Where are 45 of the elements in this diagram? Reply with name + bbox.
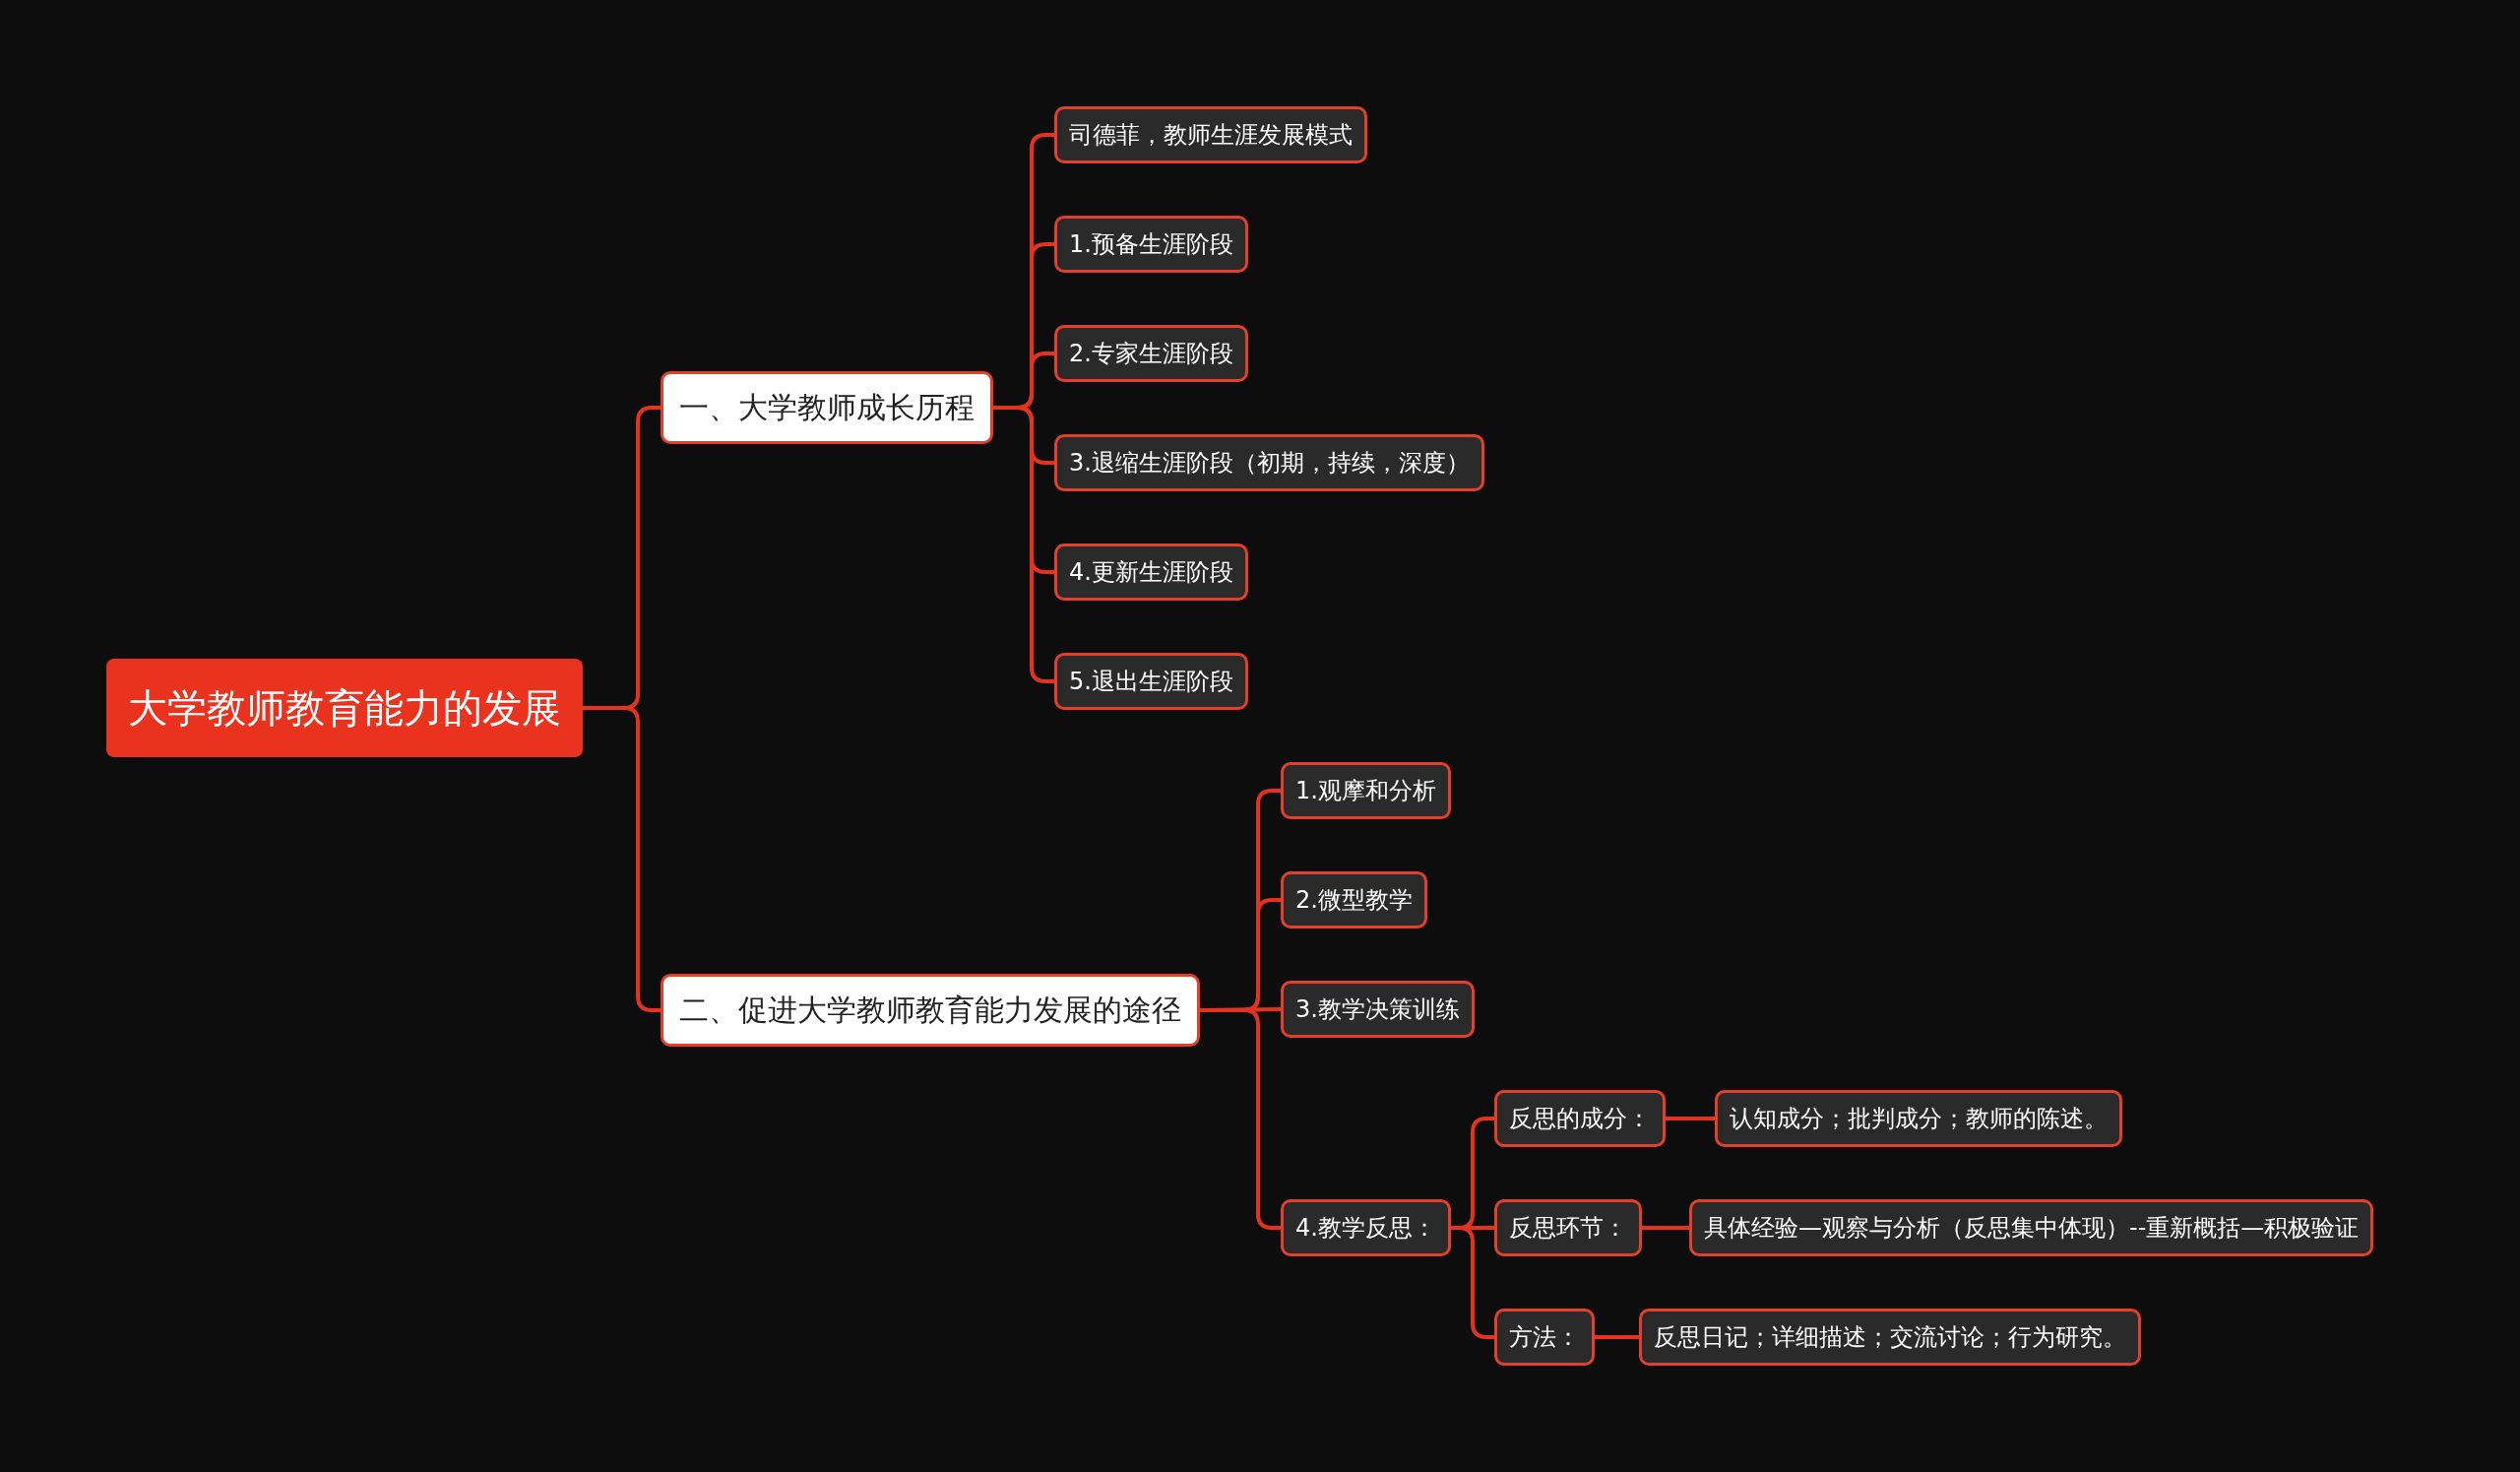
subtopic-box [1281,1199,1451,1256]
topic-text: 反思日记；详细描述；交流讨论；行为研究。 [1654,1322,2126,1353]
subtopic-box [1281,762,1451,819]
topic-text: 认知成分；批判成分；教师的陈述。 [1730,1104,2108,1134]
connector-line [1595,1335,1639,1339]
subtopic-box [1054,653,1248,710]
subtopic-box [1494,1309,1595,1366]
connector-line [993,406,1054,683]
subtopic-box [1054,434,1484,491]
subtopic-box [1054,216,1248,273]
connector-line [1642,1226,1689,1230]
subtopic-box [1054,325,1248,382]
topic-text: 4.更新生涯阶段 [1069,557,1233,588]
topic-text: 一、大学教师成长历程 [679,388,975,426]
topic-text: 2.专家生涯阶段 [1069,339,1233,369]
topic-text: 4.教学反思： [1295,1213,1436,1244]
topic-text: 二、促进大学教师教育能力发展的途径 [679,991,1181,1029]
branch-topic-box [661,974,1200,1047]
subtopic-box [1281,981,1475,1038]
subtopic-box [1494,1199,1642,1256]
connector-line [1200,1008,1281,1230]
connector-line [1450,1226,1494,1339]
subtopic-box [1689,1199,2374,1256]
topic-text: 反思环节： [1509,1213,1627,1244]
topic-text: 大学教师教育能力的发展 [128,683,561,733]
connector-line [583,706,661,1012]
connector-line [1666,1117,1715,1120]
subtopic-box [1494,1090,1666,1147]
topic-text: 5.退出生涯阶段 [1069,667,1233,697]
topic-text: 具体经验—观察与分析（反思集中体现）--重新概括—积极验证 [1704,1213,2360,1244]
subtopic-box [1054,106,1367,163]
topic-text: 司德菲，教师生涯发展模式 [1069,120,1353,151]
branch-topic-box [661,371,993,444]
topic-text: 2.微型教学 [1295,885,1413,916]
subtopic-box [1715,1090,2122,1147]
topic-text: 反思的成分： [1509,1104,1651,1134]
topic-text: 3.退缩生涯阶段（初期，持续，深度） [1069,448,1470,479]
topic-text: 1.观摩和分析 [1295,776,1436,806]
root-topic-box [106,659,583,757]
subtopic-box [1281,871,1427,928]
subtopic-box [1639,1309,2141,1366]
topic-text: 1.预备生涯阶段 [1069,229,1233,260]
topic-text: 方法： [1509,1322,1580,1353]
subtopic-box [1054,544,1248,601]
topic-text: 3.教学决策训练 [1295,994,1460,1025]
